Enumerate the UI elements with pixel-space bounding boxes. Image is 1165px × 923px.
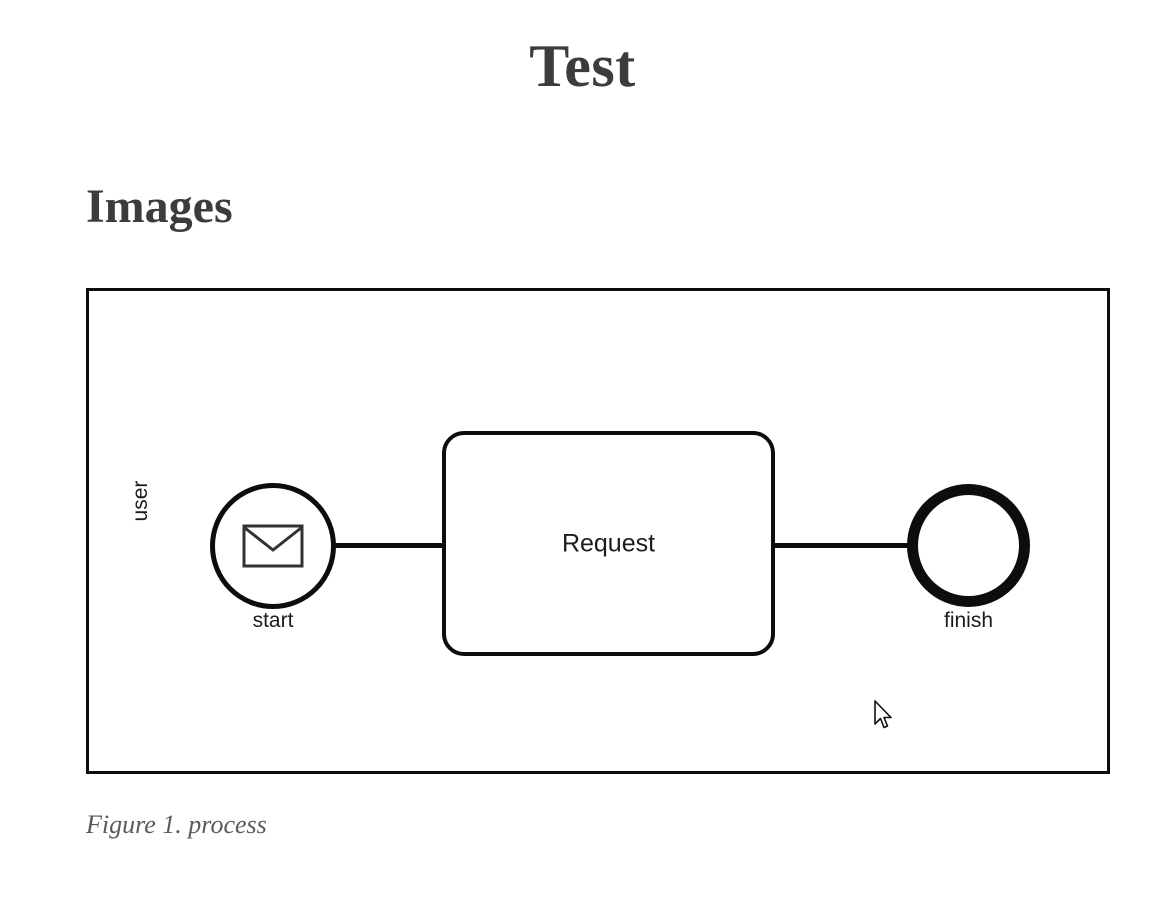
lane-label-user: user [129, 480, 152, 522]
bpmn-end-event-label: finish [943, 609, 994, 632]
mouse-cursor-icon [874, 700, 892, 729]
sequence-flow-request-to-finish [773, 543, 909, 548]
sequence-flow-start-to-request [334, 543, 444, 548]
bpmn-pool: user start Request finish [86, 288, 1110, 774]
bpmn-start-event[interactable] [210, 483, 336, 609]
bpmn-start-event-label: start [252, 609, 294, 632]
bpmn-end-event[interactable] [907, 484, 1030, 607]
figure-block: user start Request finish [86, 288, 1116, 774]
figure-caption: Figure 1. process [86, 810, 267, 839]
bpmn-task-request[interactable]: Request [442, 431, 775, 656]
section-heading-images: Images [86, 180, 233, 233]
page-title: Test [529, 33, 636, 99]
bpmn-task-label: Request [561, 529, 656, 557]
envelope-icon [242, 524, 304, 568]
